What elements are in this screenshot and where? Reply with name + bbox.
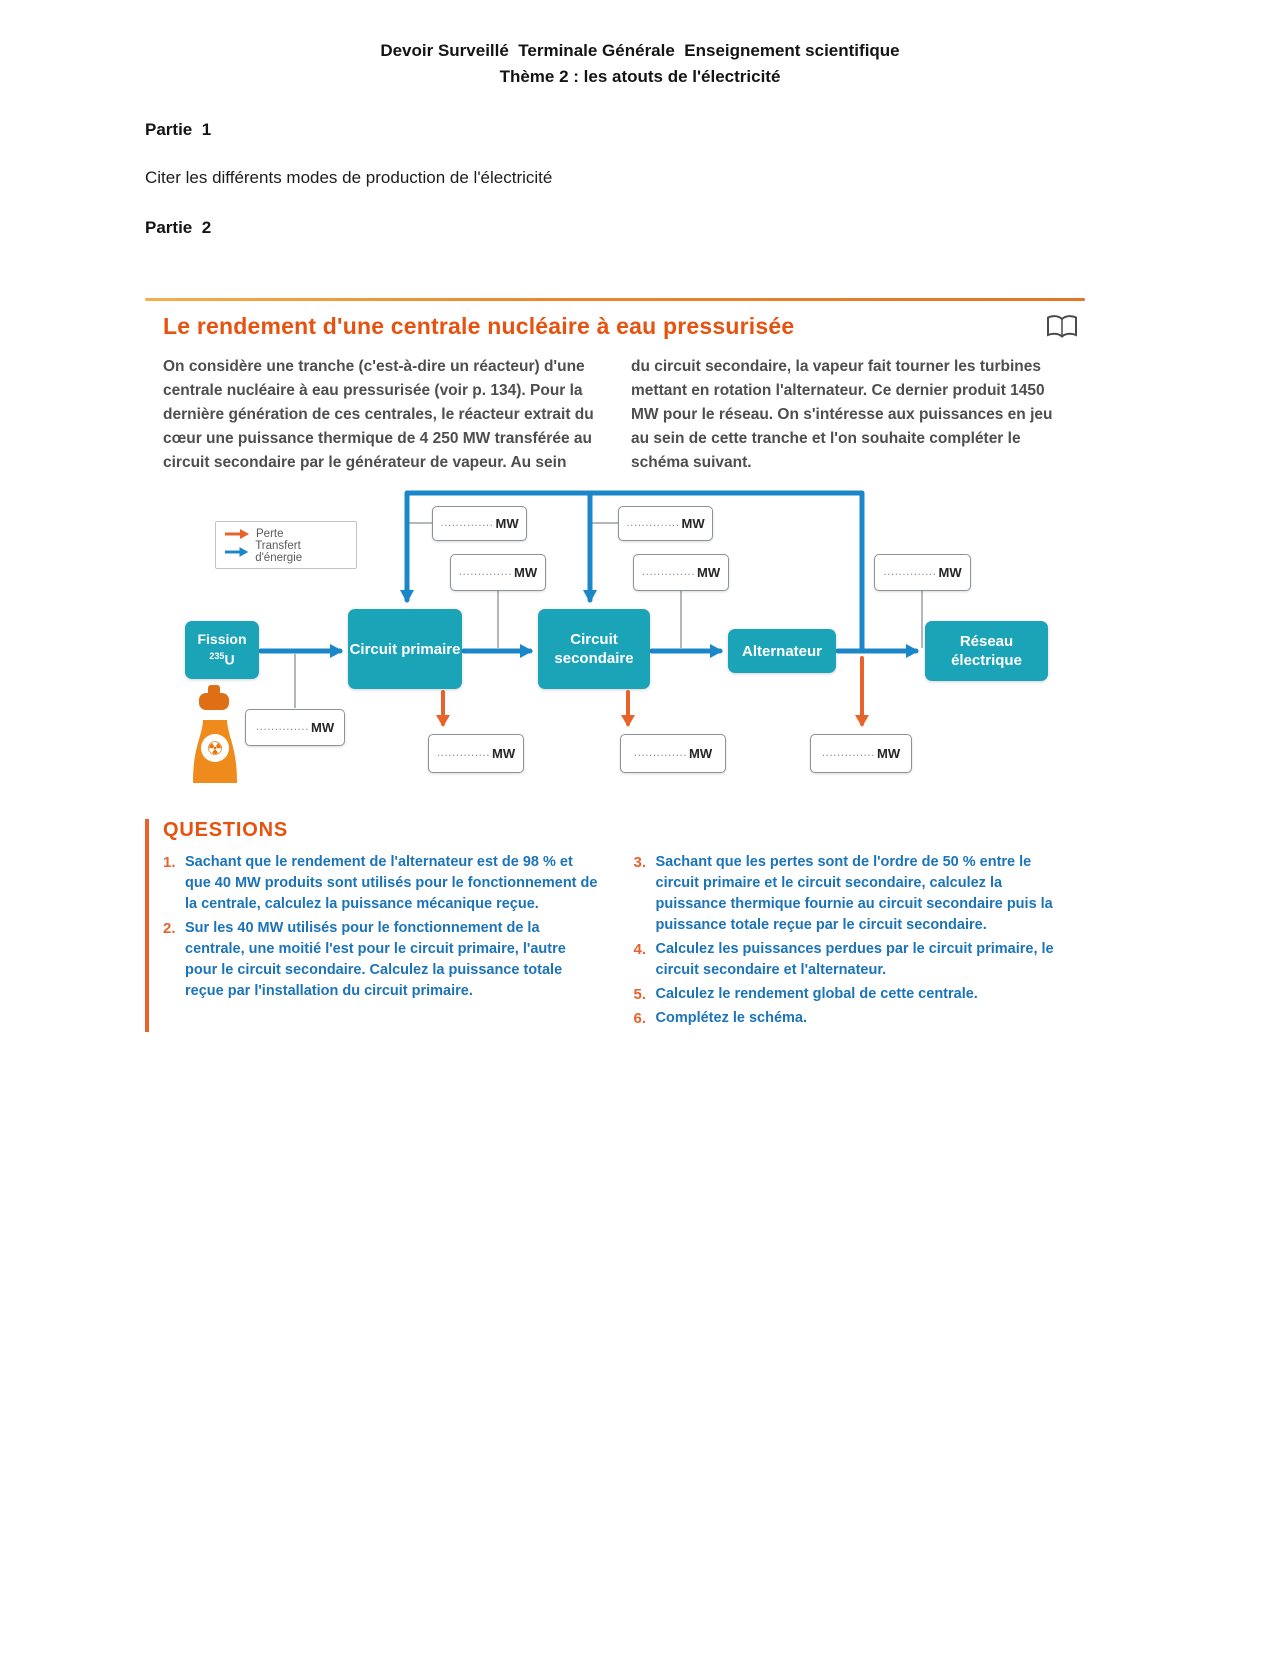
mw-unit: MW <box>697 565 721 580</box>
questions-section: QUESTIONS 1. Sachant que le rendement de… <box>145 819 1070 1032</box>
mw-blank-loss-alternateur: ..............MW <box>810 734 912 773</box>
dotted-blank: .............. <box>440 516 494 529</box>
dotted-blank: .............. <box>255 720 310 733</box>
question-2: 2. Sur les 40 MW utilisés pour le foncti… <box>163 918 600 1002</box>
mw-unit: MW <box>938 565 962 580</box>
document-header: Devoir Surveillé Terminale Générale Ense… <box>0 0 1280 90</box>
dotted-blank: .............. <box>883 565 937 578</box>
excerpt-header: Le rendement d'une centrale nucléaire à … <box>145 301 1085 340</box>
mw-unit: MW <box>681 516 705 531</box>
question-number: 6. <box>633 1010 647 1027</box>
mw-unit: MW <box>514 565 538 580</box>
question-number: 3. <box>633 854 647 871</box>
power-plant-diagram: Perte Transfert d'énergie Fission 235U C… <box>145 479 1085 799</box>
partie-1-text: Citer les différents modes de production… <box>145 168 553 187</box>
legend-perte-row: Perte <box>224 528 348 540</box>
questions-column-right: 3. Sachant que les pertes sont de l'ordr… <box>634 852 1071 1032</box>
questions-column-left: 1. Sachant que le rendement de l'alterna… <box>163 852 600 1032</box>
document-title-line1: Devoir Surveillé Terminale Générale Ense… <box>380 41 900 60</box>
fission-label: Fission <box>197 631 247 648</box>
diagram-legend: Perte Transfert d'énergie <box>215 521 357 569</box>
question-text: Calculez les puissances perdues par le c… <box>655 941 1054 978</box>
mw-blank-top-2: ..............MW <box>618 506 713 541</box>
question-text: Sachant que les pertes sont de l'ordre d… <box>655 854 1053 933</box>
question-number: 1. <box>163 854 176 871</box>
partie-2-heading: Partie 2 <box>145 218 212 237</box>
mw-blank-row2-3: ..............MW <box>874 554 971 591</box>
excerpt-title: Le rendement d'une centrale nucléaire à … <box>163 313 795 339</box>
textbook-excerpt: Le rendement d'une centrale nucléaire à … <box>145 298 1085 1032</box>
questions-heading: QUESTIONS <box>163 819 288 841</box>
question-3: 3. Sachant que les pertes sont de l'ordr… <box>634 852 1071 936</box>
question-4: 4. Calculez les puissances perdues par l… <box>634 939 1071 981</box>
question-text: Complétez le schéma. <box>655 1010 808 1026</box>
perte-arrow-icon <box>225 529 249 539</box>
transfert-arrow-icon <box>224 547 249 557</box>
mw-blank-fission: ..............MW <box>245 709 345 746</box>
question-number: 4. <box>633 941 647 958</box>
question-text: Sur les 40 MW utilisés pour le fonctionn… <box>185 920 566 999</box>
legend-transfert-label: Transfert d'énergie <box>255 540 303 564</box>
excerpt-paragraph-right: du circuit secondaire, la vapeur fait to… <box>631 358 1053 471</box>
question-text: Sachant que le rendement de l'alternateu… <box>185 854 598 912</box>
legend-transfert-row: Transfert d'énergie <box>224 540 348 564</box>
fission-isotope: 235U <box>209 651 235 668</box>
mw-blank-loss-primaire: ..............MW <box>428 734 524 773</box>
mw-blank-row2-1: ..............MW <box>450 554 546 591</box>
mw-blank-loss-secondaire: ..............MW <box>620 734 726 773</box>
excerpt-top-rule <box>145 298 1085 301</box>
question-text: Calculez le rendement global de cette ce… <box>655 986 978 1002</box>
document-body: Partie 1 Citer les différents modes de p… <box>145 120 1085 1032</box>
questions-columns: 1. Sachant que le rendement de l'alterna… <box>163 852 1070 1032</box>
legend-perte-label: Perte <box>256 528 284 540</box>
dotted-blank: .............. <box>821 746 876 759</box>
node-fission: Fission 235U <box>185 621 259 679</box>
mw-unit: MW <box>495 516 519 531</box>
question-1: 1. Sachant que le rendement de l'alterna… <box>163 852 600 915</box>
diagram-connections <box>258 490 923 727</box>
nuclear-plant-icon: ☢ <box>193 685 237 783</box>
dotted-blank: .............. <box>633 746 688 759</box>
node-alternateur: Alternateur <box>728 629 836 673</box>
question-6: 6. Complétez le schéma. <box>634 1008 1071 1029</box>
node-circuit-secondaire: Circuit secondaire <box>538 609 650 689</box>
excerpt-paragraphs: On considère une tranche (c'est-à-dire u… <box>145 340 1085 475</box>
node-reseau-electrique: Réseau électrique <box>925 621 1048 681</box>
node-circuit-primaire: Circuit primaire <box>348 609 462 689</box>
book-icon <box>1047 315 1077 338</box>
dotted-blank: .............. <box>641 565 696 578</box>
question-number: 2. <box>163 920 176 937</box>
partie-1-heading: Partie 1 <box>145 120 212 139</box>
mw-unit: MW <box>492 746 516 761</box>
mw-unit: MW <box>311 720 335 735</box>
excerpt-paragraph-left: On considère une tranche (c'est-à-dire u… <box>163 358 594 471</box>
mw-blank-top-1: ..............MW <box>432 506 527 541</box>
mw-blank-row2-2: ..............MW <box>633 554 729 591</box>
dotted-blank: .............. <box>458 565 513 578</box>
radiation-icon: ☢ <box>206 739 223 760</box>
question-number: 5. <box>633 986 647 1003</box>
document-title-line2: Thème 2 : les atouts de l'électricité <box>499 67 781 86</box>
mw-unit: MW <box>689 746 713 761</box>
mw-unit: MW <box>877 746 901 761</box>
dotted-blank: .............. <box>626 516 680 529</box>
dotted-blank: .............. <box>436 746 491 759</box>
question-5: 5. Calculez le rendement global de cette… <box>634 984 1071 1005</box>
